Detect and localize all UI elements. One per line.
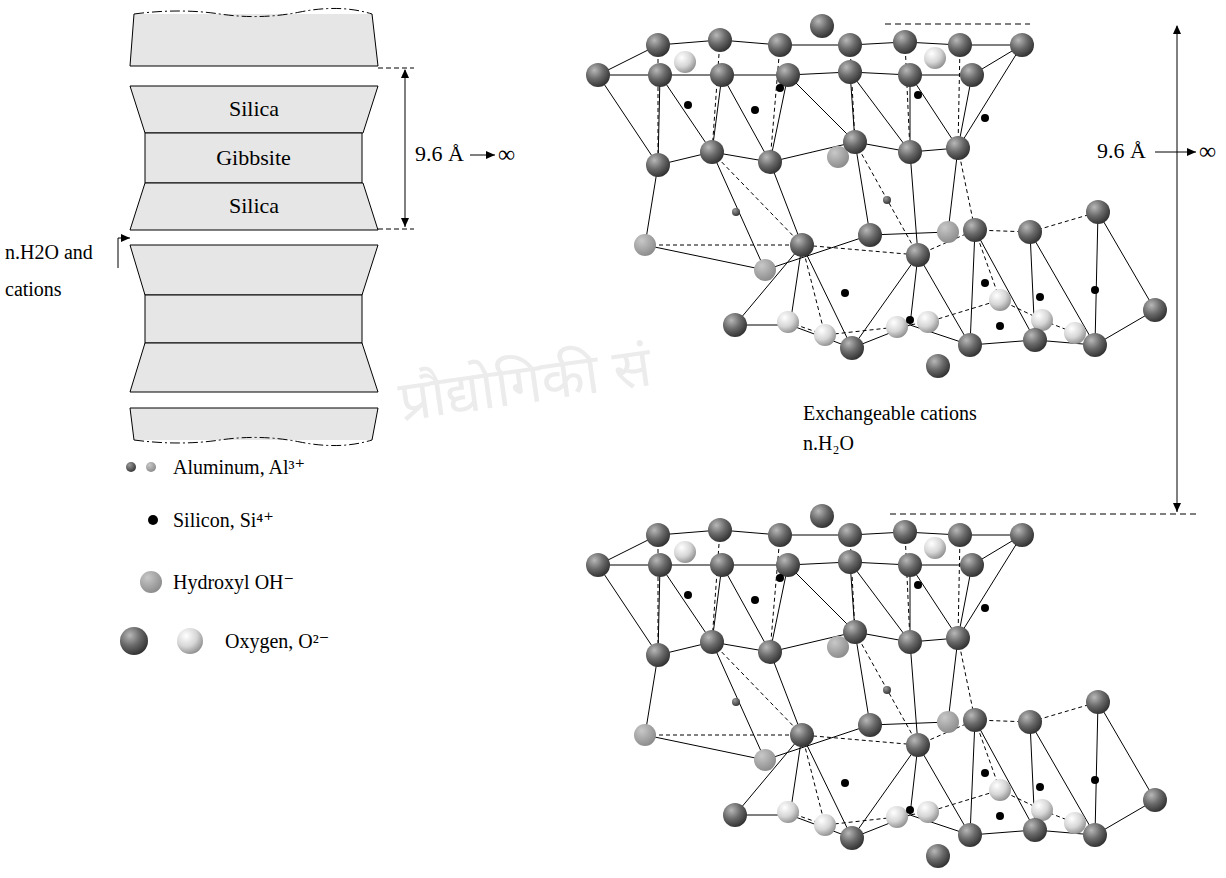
- layer-name: Gibbsite: [216, 146, 291, 170]
- crystal-structure: [586, 14, 1167, 868]
- annotation: n.H2O and cations: [5, 234, 133, 308]
- layer-band: Silica: [130, 86, 378, 133]
- watermark: प्रौद्योगिकी सं: [395, 337, 655, 433]
- dimension-line: [885, 24, 1196, 514]
- dimension-text: ∞: [1199, 138, 1216, 164]
- dimension-text: 9.6 Å: [415, 142, 464, 166]
- legend-text: Hydroxyl OH⁻: [173, 570, 294, 594]
- layer-name: Silica: [229, 97, 279, 121]
- dimension-text: ∞: [498, 141, 515, 167]
- legend-symbols: [120, 462, 203, 655]
- dimension-text: 9.6 Å: [1097, 139, 1146, 163]
- dimension-line: [378, 68, 495, 229]
- layer-band: Gibbsite: [145, 133, 362, 183]
- legend-text: Aluminum, Al³⁺: [173, 455, 305, 479]
- clay-layer-schematic: [130, 8, 378, 445]
- layer-band: Silica: [130, 183, 378, 230]
- legend-text: Oxygen, O²⁻: [225, 629, 329, 653]
- legend-text: Silicon, Si⁴⁺: [173, 508, 274, 532]
- leader-arrow: [118, 238, 130, 268]
- annotation: Exchangeable cations n.H₂O: [803, 398, 1018, 458]
- layer-name: Silica: [229, 194, 279, 218]
